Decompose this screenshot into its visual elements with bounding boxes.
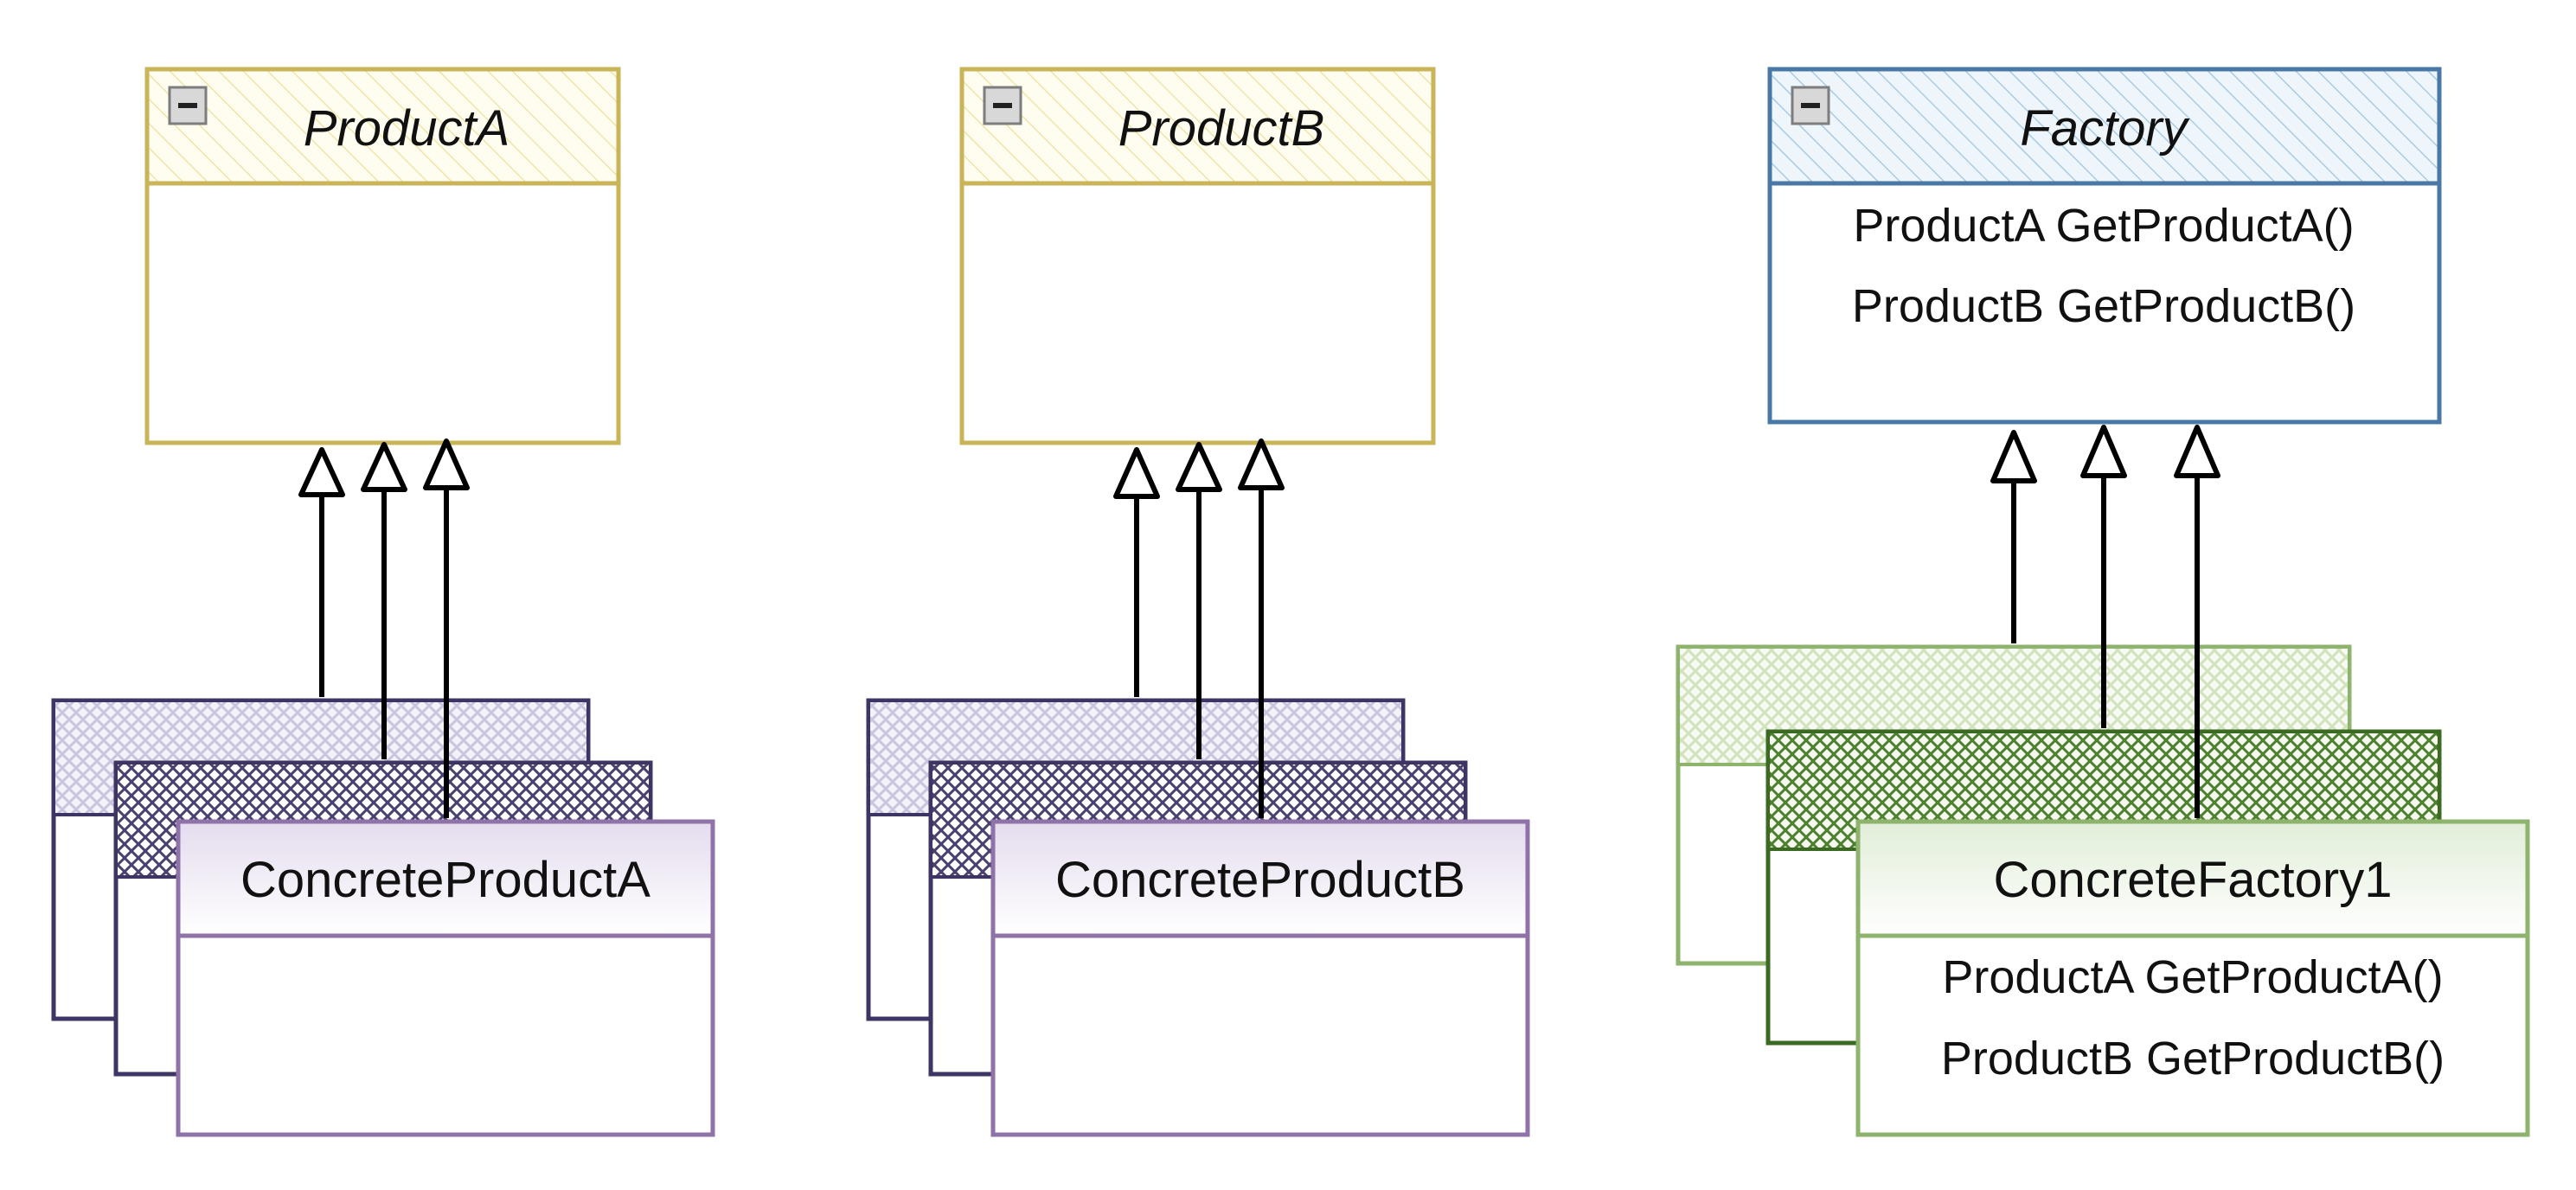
class-title: ProductB [1118,100,1325,157]
generalization-arrow [1176,442,1222,759]
generalization-arrows-product-b [1113,438,1285,818]
operation: ProductB GetProductB() [1852,280,2355,332]
class-product-b[interactable]: ProductB [959,67,1436,445]
generalization-arrow [1113,447,1160,697]
class-title: ConcreteProductB [1055,852,1465,908]
generalization-arrow [1990,430,2037,643]
generalization-arrow [361,442,407,759]
class-concrete-factory[interactable]: ConcreteFactory1 ProductA GetProductA() … [1855,819,2530,1137]
concrete-factory-stack[interactable]: ConcreteFactory1 ProductA GetProductA() … [1676,644,2530,1137]
collapse-icon[interactable] [983,86,1022,125]
generalization-arrow [2080,425,2127,728]
class-factory[interactable]: Factory ProductA GetProductA() ProductB … [1767,67,2442,425]
concrete-product-a-stack[interactable]: ConcreteProductA [51,698,715,1137]
class-title: ConcreteFactory1 [1994,852,2393,908]
class-concrete-product-a[interactable]: ConcreteProductA [176,819,715,1137]
class-title: ProductA [304,100,510,157]
generalization-arrow [2174,425,2220,818]
class-product-a[interactable]: ProductA [144,67,621,445]
generalization-arrows-factory [1990,425,2220,818]
generalization-arrow [423,438,470,818]
concrete-product-b-stack[interactable]: ConcreteProductB [866,698,1530,1137]
collapse-icon[interactable] [1791,86,1830,125]
operation: ProductB GetProductB() [1941,1033,2445,1084]
generalization-arrow [298,447,345,697]
collapse-icon[interactable] [168,86,208,125]
generalization-arrows-product-a [298,438,470,818]
generalization-arrow [1238,438,1285,818]
operation: ProductA GetProductA() [1853,200,2354,252]
class-concrete-product-b[interactable]: ConcreteProductB [990,819,1530,1137]
operation: ProductA GetProductA() [1942,951,2443,1003]
class-title: ConcreteProductA [240,852,650,908]
class-title: Factory [2020,100,2189,157]
